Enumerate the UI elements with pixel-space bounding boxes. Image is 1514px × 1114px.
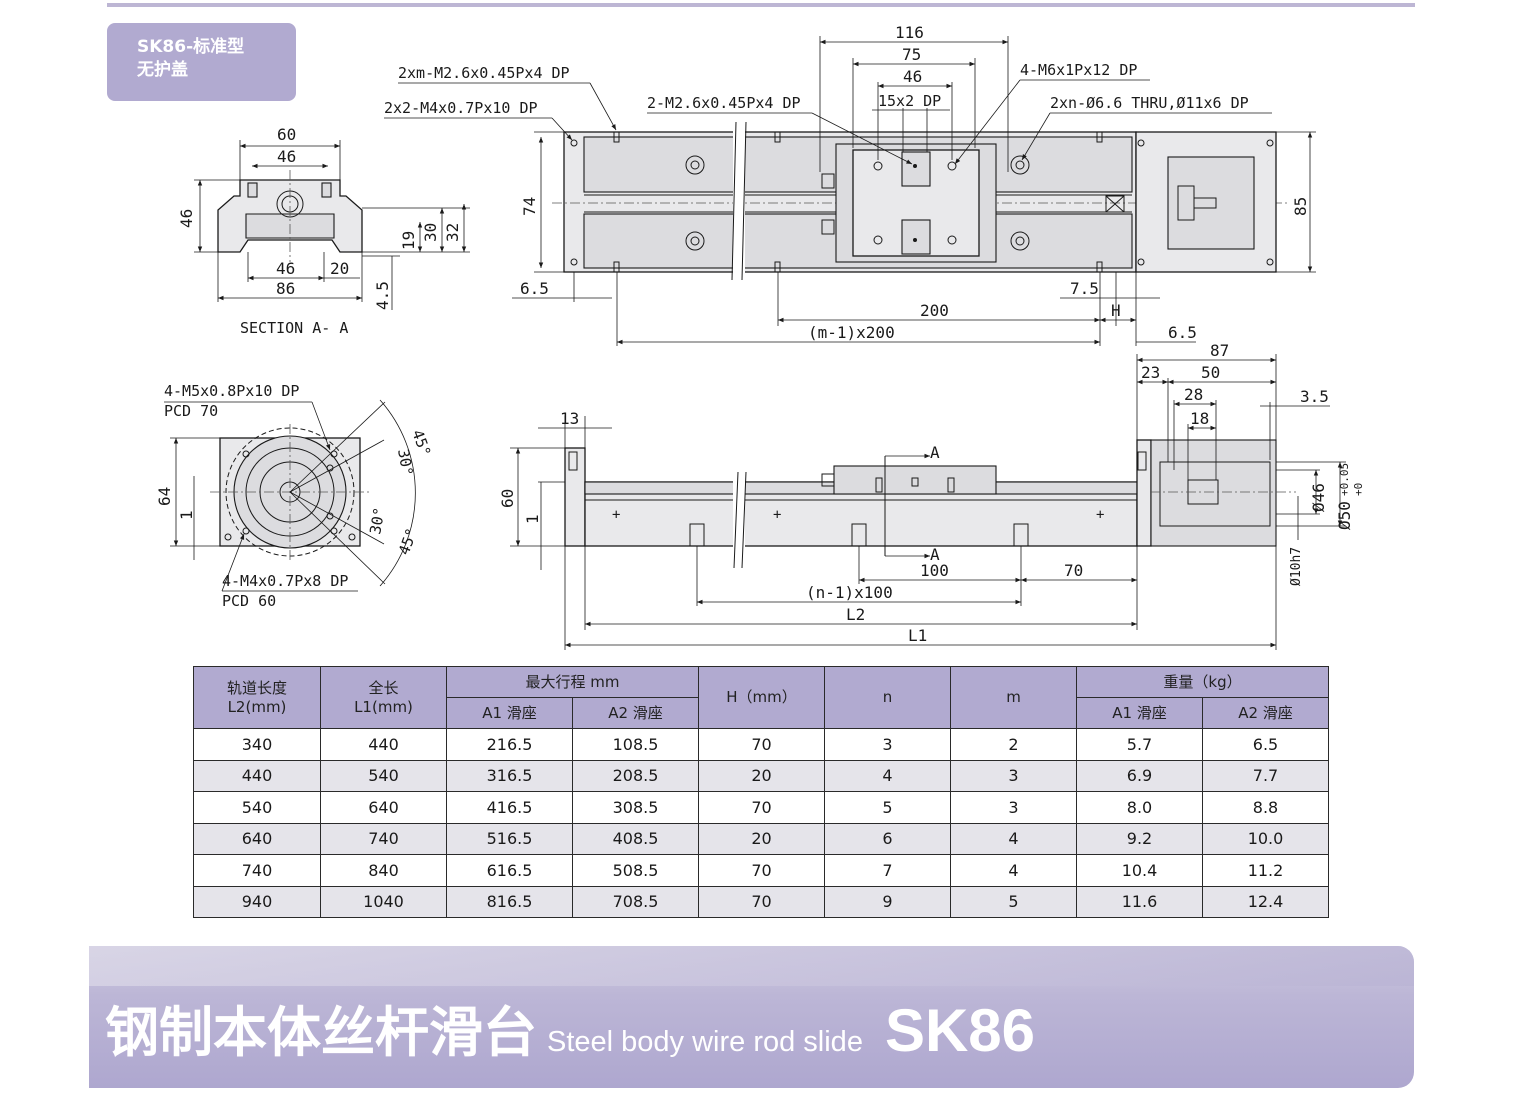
dim-section-4-5: 4.5 xyxy=(373,281,392,310)
callout-top-3: 2-M2.6x0.45Px4 DP xyxy=(647,94,801,112)
header-m: m xyxy=(950,666,1077,729)
dim-top-h: H xyxy=(1111,301,1121,320)
top-rule xyxy=(107,3,1415,7)
banner-title: 钢制本体丝杆滑台 Steel body wire rod slide SK86 xyxy=(105,988,1035,1067)
section-view: 60 46 46 19 30 32 46 20 86 4.5 SECTION A… xyxy=(177,125,470,337)
title-model: SK86 xyxy=(884,997,1036,1064)
dim-end-1: 1 xyxy=(177,510,196,520)
title-chinese: 钢制本体丝杆滑台 xyxy=(105,1001,537,1064)
dim-side-1: 1 xyxy=(523,514,542,524)
dim-side-13: 13 xyxy=(560,409,579,428)
header-weight-a1: A1 滑座 xyxy=(1076,697,1203,729)
svg-text:+: + xyxy=(1096,507,1104,523)
variant-name: SK86-标准型 xyxy=(137,37,245,57)
dim-top-116: 116 xyxy=(895,23,924,42)
callout-top-5: 2xn-Ø6.6 THRU,Ø11x6 DP xyxy=(1050,94,1249,112)
callout-top-4: 4-M6x1Px12 DP xyxy=(1020,61,1137,79)
dim-top-200: 200 xyxy=(920,301,949,320)
dim-top-74: 74 xyxy=(520,197,539,216)
header-stroke-a2: A2 滑座 xyxy=(572,697,699,729)
angle-45-bottom: 45° xyxy=(395,526,421,558)
dim-side-100: 100 xyxy=(920,561,949,580)
dim-top-85: 85 xyxy=(1291,197,1310,216)
dim-side-l2: L2 xyxy=(846,605,865,624)
dim-section-46-height: 46 xyxy=(177,209,196,228)
side-view: + + + A A 13 60 1 100 70 (n-1)x100 L2 xyxy=(498,341,1365,650)
variant-tag: SK86-标准型 无护盖 xyxy=(107,23,296,101)
svg-text:+: + xyxy=(773,507,781,523)
dim-section-30: 30 xyxy=(421,223,440,242)
dim-side-tol-upper: +0.05 xyxy=(1338,463,1351,496)
header-weight: 重量（kg） xyxy=(1076,666,1329,698)
end-view: 45° 30° 30° 45° 4-M5x0.8Px10 DP PCD 70 4… xyxy=(155,382,434,610)
dim-top-46: 46 xyxy=(903,67,922,86)
angle-30-bottom: 30° xyxy=(366,506,388,536)
banner-sheen xyxy=(89,946,1414,986)
title-banner: 钢制本体丝杆滑台 Steel body wire rod slide SK86 xyxy=(89,946,1414,1088)
dim-side-phi50: Ø50 xyxy=(1335,501,1354,530)
dim-side-60: 60 xyxy=(498,489,517,508)
dim-section-20: 20 xyxy=(330,259,349,278)
dim-section-60: 60 xyxy=(277,125,296,144)
section-marker-a-bottom: A xyxy=(930,545,940,564)
dim-section-32: 32 xyxy=(443,223,462,242)
callout-end-2: 4-M4x0.7Px8 DP xyxy=(222,572,348,590)
callout-end-2-pcd: PCD 60 xyxy=(222,592,276,610)
header-h: H（mm） xyxy=(698,666,825,729)
dim-section-46-bottom: 46 xyxy=(276,259,295,278)
variant-cover: 无护盖 xyxy=(137,60,188,80)
dim-side-50: 50 xyxy=(1201,363,1220,382)
dim-side-tol-lower: +0 xyxy=(1352,483,1365,496)
dim-top-7-5: 7.5 xyxy=(1070,279,1099,298)
dim-section-46-top: 46 xyxy=(277,147,296,166)
dim-side-18: 18 xyxy=(1190,409,1209,428)
section-caption: SECTION A- A xyxy=(240,319,348,337)
dim-section-19: 19 xyxy=(399,231,418,250)
dim-end-64: 64 xyxy=(155,487,174,506)
technical-drawings: 60 46 46 19 30 32 46 20 86 4.5 SECTION A… xyxy=(155,23,1365,650)
callout-top-1: 2xm-M2.6x0.45Px4 DP xyxy=(398,64,570,82)
title-english: Steel body wire rod slide xyxy=(547,1026,863,1058)
dim-top-15x2: 15x2 DP xyxy=(878,92,941,110)
dim-top-6-5-right: 6.5 xyxy=(1168,323,1197,342)
dim-side-23: 23 xyxy=(1141,363,1160,382)
angle-30-top: 30° xyxy=(394,448,416,478)
dim-side-l1: L1 xyxy=(908,626,927,645)
dim-top-6-5-left: 6.5 xyxy=(520,279,549,298)
header-weight-a2: A2 滑座 xyxy=(1202,697,1329,729)
top-view: 2xm-M2.6x0.45Px4 DP 2x2-M4x0.7Px10 DP 2-… xyxy=(384,23,1316,346)
header-n: n xyxy=(824,666,951,729)
dim-section-86: 86 xyxy=(276,279,295,298)
dim-side-87: 87 xyxy=(1210,341,1229,360)
section-marker-a-top: A xyxy=(930,443,940,462)
dim-side-3-5: 3.5 xyxy=(1300,387,1329,406)
svg-text:+: + xyxy=(612,507,620,523)
dim-top-75: 75 xyxy=(902,45,921,64)
callout-top-2: 2x2-M4x0.7Px10 DP xyxy=(384,99,538,117)
callout-end-1: 4-M5x0.8Px10 DP xyxy=(164,382,299,400)
header-stroke-a1: A1 滑座 xyxy=(446,697,573,729)
dim-side-n-1: (n-1)x100 xyxy=(806,583,893,602)
dim-side-phi10: Ø10h7 xyxy=(1289,547,1304,586)
dim-side-70: 70 xyxy=(1064,561,1083,580)
dim-side-phi46: Ø46 xyxy=(1309,483,1328,512)
dim-top-m-1: (m-1)x200 xyxy=(808,323,895,342)
header-max-stroke: 最大行程 mm xyxy=(446,666,699,698)
callout-end-1-pcd: PCD 70 xyxy=(164,402,218,420)
dim-side-28: 28 xyxy=(1184,385,1203,404)
